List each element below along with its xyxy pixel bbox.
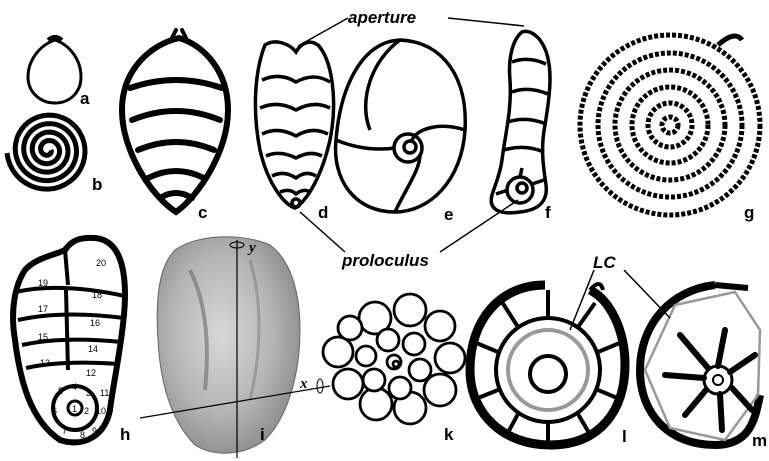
chamber-4: 4 — [72, 382, 77, 392]
panel-label-h: h — [120, 425, 130, 444]
chamber-10: 10 — [96, 406, 106, 416]
axis-y-label: y — [247, 240, 256, 256]
shell-m-planispiral — [640, 285, 760, 445]
aperture-pointer-right — [448, 18, 524, 26]
panel-label-d: d — [318, 203, 328, 222]
panel-label-g: g — [744, 203, 754, 222]
chamber-17: 17 — [38, 304, 48, 314]
chamber-19: 19 — [38, 278, 48, 288]
chamber-5: 5 — [58, 386, 63, 396]
chamber-1: 1 — [72, 404, 77, 414]
chamber-20: 20 — [96, 258, 106, 268]
label-proloculus: proloculus — [341, 251, 429, 270]
shell-k-rosette — [323, 294, 465, 424]
panel-label-a: a — [80, 89, 90, 108]
chamber-18: 18 — [92, 290, 102, 300]
axis-x-label: x — [299, 376, 308, 392]
specimen-i-photo — [140, 237, 330, 458]
chamber-6: 6 — [52, 406, 57, 416]
shell-h-numbered — [13, 238, 125, 443]
chamber-11: 11 — [100, 388, 109, 398]
shell-e-trochospiral — [336, 40, 466, 212]
chamber-16: 16 — [90, 318, 100, 328]
chamber-numbers: 20 19 18 17 16 15 14 13 12 11 10 9 8 7 6… — [38, 258, 109, 440]
shell-c-uniserial — [122, 30, 228, 212]
panel-label-m: m — [752, 431, 767, 450]
chamber-14: 14 — [88, 344, 98, 354]
chamber-13: 13 — [40, 358, 50, 368]
panel-label-l: l — [622, 427, 627, 446]
panel-label-f: f — [545, 203, 551, 222]
label-aperture: aperture — [348, 8, 416, 27]
aperture-pointer-left — [298, 18, 348, 46]
chamber-3: 3 — [86, 388, 91, 398]
shell-b-planispiral — [7, 115, 85, 189]
panel-label-c: c — [198, 203, 207, 222]
chamber-9: 9 — [92, 426, 97, 436]
panel-label-k: k — [444, 425, 454, 444]
label-lc: LC — [593, 253, 616, 272]
chamber-15: 15 — [38, 332, 48, 342]
chamber-2: 2 — [84, 406, 89, 416]
chamber-7: 7 — [62, 426, 67, 436]
shell-d-biserial — [255, 42, 333, 208]
lc-pointer-m — [624, 270, 670, 318]
panel-label-e: e — [444, 205, 453, 224]
shell-g-tip — [718, 36, 742, 45]
shell-g-agglutinated — [580, 35, 760, 215]
shell-f-uncoiling — [491, 31, 550, 212]
shell-a-unilocular — [28, 37, 81, 103]
chamber-8: 8 — [80, 430, 85, 440]
panel-label-b: b — [92, 175, 102, 194]
panel-label-i: i — [260, 425, 265, 444]
shell-l-planispiral — [470, 284, 625, 445]
chamber-12: 12 — [86, 368, 96, 378]
